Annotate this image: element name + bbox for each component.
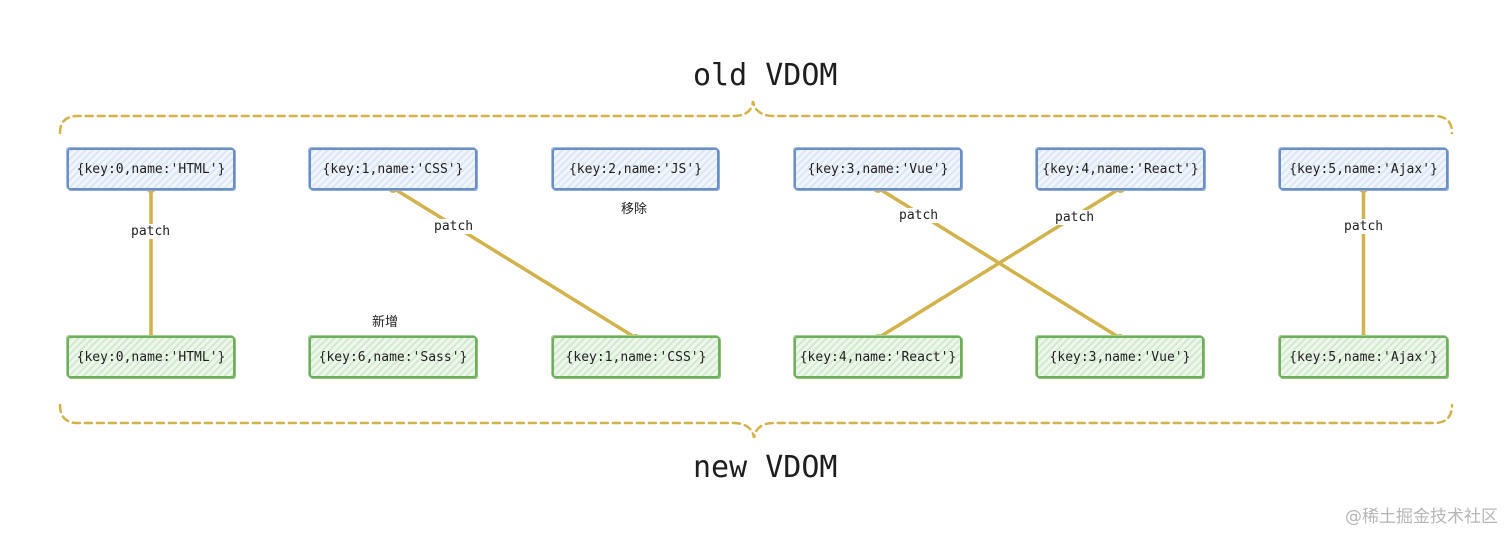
- new-node-key-6: {key:6,name:'Sass'}: [309, 336, 477, 378]
- patch-connectors: [146, 183, 1369, 342]
- removed-note: 移除: [621, 202, 648, 217]
- patch-label-key-5: patch: [1342, 219, 1386, 234]
- old-node-key-0: {key:0,name:'HTML'}: [67, 148, 235, 190]
- new-node-key-0: {key:0,name:'HTML'}: [67, 336, 235, 378]
- new-node-key-4: {key:4,name:'React'}: [794, 336, 962, 378]
- added-note: 新增: [372, 315, 399, 330]
- new-node-key-1: {key:1,name:'CSS'}: [552, 336, 720, 378]
- patch-line-old-1-to-new-1: [391, 186, 638, 340]
- old-node-key-5: {key:5,name:'Ajax'}: [1279, 148, 1448, 190]
- new-vdom-brace: [58, 403, 1454, 439]
- old-node-key-1: {key:1,name:'CSS'}: [309, 148, 477, 190]
- old-vdom-brace: [58, 100, 1454, 135]
- old-node-key-4: {key:4,name:'React'}: [1036, 148, 1205, 190]
- new-vdom-title: new VDOM: [693, 450, 838, 485]
- watermark-text: @稀土掘金技术社区: [1345, 507, 1498, 527]
- patch-label-key-4: patch: [1053, 210, 1097, 225]
- new-node-key-3: {key:3,name:'Vue'}: [1036, 336, 1204, 378]
- old-node-key-2: {key:2,name:'JS'}: [552, 148, 719, 190]
- old-vdom-title: old VDOM: [693, 58, 838, 93]
- patch-label-key-3: patch: [897, 208, 941, 223]
- new-node-key-5: {key:5,name:'Ajax'}: [1279, 336, 1448, 378]
- old-node-key-3: {key:3,name:'Vue'}: [794, 148, 962, 190]
- patch-label-key-0: patch: [129, 224, 173, 239]
- patch-label-key-1: patch: [432, 219, 476, 234]
